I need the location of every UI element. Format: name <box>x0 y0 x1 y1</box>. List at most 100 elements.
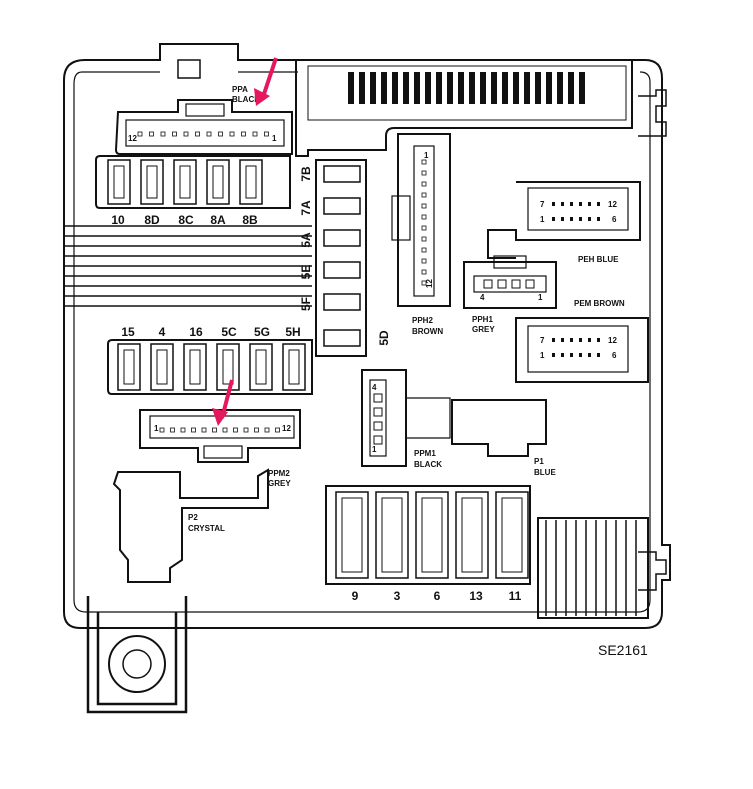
peh-pin-frame <box>527 187 629 231</box>
pph2-latch <box>391 195 411 241</box>
fuse-label-11: 11 <box>509 589 522 603</box>
ppm1-name: PPM1 <box>414 449 436 458</box>
ppm2-pin <box>243 427 249 433</box>
p2-name: P2 <box>188 513 198 522</box>
pem-pin-7: 7 <box>540 336 545 345</box>
fuse-10-element <box>113 165 125 199</box>
pem-pin <box>552 338 555 342</box>
ppm2-pin <box>264 427 270 433</box>
fuse-11-element <box>501 497 523 573</box>
fuse-label-5c: 5C <box>221 325 237 339</box>
peh-pin <box>552 217 555 221</box>
fuse-label-5g: 5G <box>254 325 270 339</box>
ppm2-pin-right: 12 <box>282 424 291 433</box>
fuse-label-8a: 8A <box>210 213 226 227</box>
peh-pin <box>579 202 582 206</box>
fuse-16 <box>183 343 207 391</box>
pph2-pin-top: 1 <box>424 151 429 160</box>
ppa-pin <box>183 131 189 137</box>
ppa-pin <box>264 131 269 137</box>
pem-pin-12: 12 <box>608 336 617 345</box>
ppm2-pin-left: 1 <box>154 424 159 433</box>
bottom-fuse-group <box>335 491 529 579</box>
fuse-5h-element <box>288 349 300 385</box>
peh-pin-1: 1 <box>540 215 545 224</box>
peh-pin <box>597 202 600 206</box>
ppa-pin <box>149 131 154 137</box>
fuse-label-8c: 8C <box>178 213 194 227</box>
fuse-label-5h: 5H <box>285 325 300 339</box>
ppm2-pin <box>201 427 207 433</box>
fuse-5h <box>282 343 306 391</box>
ppm2-name: PPM2 <box>268 469 290 478</box>
fuse-5e <box>323 261 361 279</box>
mounting-hole <box>108 635 166 693</box>
fuse-label-13: 13 <box>469 589 483 603</box>
pph1-color: GREY <box>472 325 495 334</box>
pph1-latch <box>493 255 527 269</box>
fuse-16-element <box>189 349 201 385</box>
fuse-label-3: 3 <box>394 589 401 603</box>
peh-pin <box>570 217 573 221</box>
fuse-5f <box>323 293 361 311</box>
ppm2-pin <box>275 427 280 433</box>
relay-vent <box>403 72 409 104</box>
ppm2-pin <box>212 427 217 433</box>
ppm1-pin <box>373 421 383 431</box>
peh-pin <box>588 202 591 206</box>
p1-name: P1 <box>534 457 544 466</box>
ppm1-pins <box>369 379 387 457</box>
ppa-pin <box>206 131 212 137</box>
relay-vent <box>436 72 442 104</box>
pph2-pins <box>413 145 435 297</box>
fuse-11 <box>495 491 529 579</box>
fuse-label-5e: 5E <box>299 265 313 280</box>
relay-vent <box>392 72 398 104</box>
fuse-8b-element <box>245 165 257 199</box>
pph1-connector <box>463 261 557 309</box>
ppa-pin-left: 12 <box>128 134 137 143</box>
right-clip-top <box>638 89 667 137</box>
arrow-ppm2 <box>212 379 234 426</box>
ppa-pin <box>195 131 200 137</box>
pph2-name: PPH2 <box>412 316 433 325</box>
peh-pin <box>588 217 591 221</box>
relay-vent <box>447 72 453 104</box>
ppa-pin <box>229 131 235 137</box>
heatsink-right-ribs <box>545 520 637 616</box>
relay-vent <box>469 72 475 104</box>
pph2-pin <box>421 192 427 198</box>
fuse-15 <box>117 343 141 391</box>
fuse-label-4: 4 <box>159 325 166 339</box>
ppa-pin-right: 1 <box>272 134 277 143</box>
fuse-label-15: 15 <box>121 325 135 339</box>
ppm1-pin-bottom: 1 <box>372 445 377 454</box>
peh-label: PEH BLUE <box>578 255 619 264</box>
relay-vent <box>513 72 519 104</box>
fuse-label-8b: 8B <box>242 213 258 227</box>
pem-pin-frame <box>527 325 629 373</box>
fuse-15-element <box>123 349 135 385</box>
pph2-pin-bottom: 12 <box>425 279 434 288</box>
pem-pin <box>579 353 582 357</box>
relay-vent <box>425 72 431 104</box>
mid-fuse-group <box>117 343 306 391</box>
ppm2-pin <box>170 427 175 433</box>
pem-pin <box>579 338 582 342</box>
pph2-pin <box>421 225 427 231</box>
housing-outer <box>63 43 671 629</box>
relay-vent <box>535 72 541 104</box>
fuse-9-element <box>341 497 363 573</box>
pph2-pin <box>421 214 427 220</box>
fuse-label-10: 10 <box>111 213 125 227</box>
pph2-pin <box>421 181 427 187</box>
pem-connector <box>515 317 649 383</box>
top-fuse-block <box>95 155 291 209</box>
fuse-13-element <box>461 497 483 573</box>
ppa-latch <box>185 103 225 117</box>
fuse-10 <box>107 159 131 205</box>
fuse-5g <box>249 343 273 391</box>
peh-pin <box>561 217 564 221</box>
vertical-fuse-holder <box>315 159 367 357</box>
